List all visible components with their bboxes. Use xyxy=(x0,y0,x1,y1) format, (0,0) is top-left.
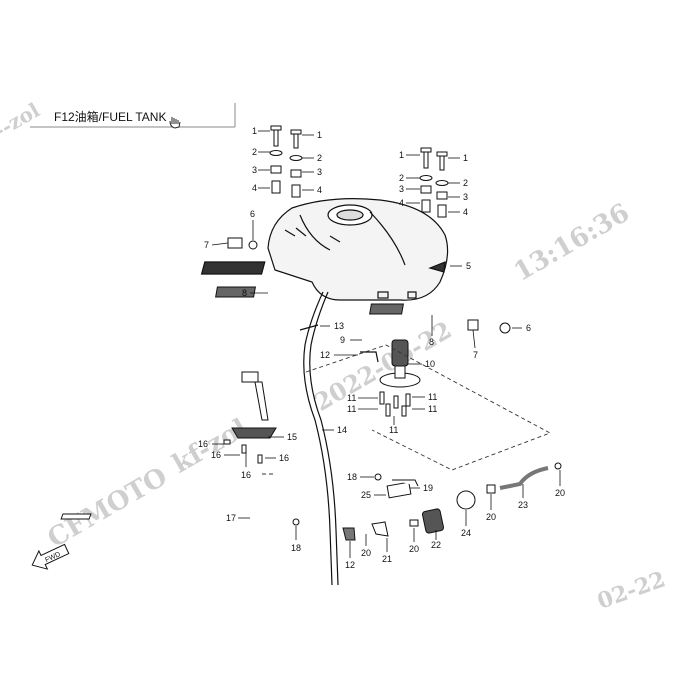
watermark-date-fragment: 02-22 xyxy=(594,566,669,615)
callout-5: 5 xyxy=(466,261,471,271)
callout-2: 2 xyxy=(463,178,468,188)
small-parts-right xyxy=(369,303,511,334)
callout-2: 2 xyxy=(399,173,404,183)
callout-16: 16 xyxy=(241,470,251,480)
callout-11: 11 xyxy=(389,425,398,435)
callout-20: 20 xyxy=(486,512,496,522)
callout-14: 14 xyxy=(337,425,347,435)
callout-12: 12 xyxy=(320,350,330,360)
title-block: F12油箱/FUEL TANK xyxy=(30,103,236,129)
callout-13: 13 xyxy=(334,321,344,331)
callout-3: 3 xyxy=(252,165,257,175)
bolt-stack-right xyxy=(419,147,449,218)
callout-4: 4 xyxy=(399,198,404,208)
callout-20: 20 xyxy=(555,488,565,498)
callout-19: 19 xyxy=(423,483,433,493)
fuel-pump xyxy=(379,339,421,417)
callout-22: 22 xyxy=(431,540,441,550)
callout-15: 15 xyxy=(287,432,297,442)
callout-6: 6 xyxy=(526,323,531,333)
callout-8: 8 xyxy=(242,288,247,298)
callout-7: 7 xyxy=(473,350,478,360)
callout-11: 11 xyxy=(347,404,356,414)
callout-6: 6 xyxy=(250,209,255,219)
fuel-hoses xyxy=(299,291,379,586)
watermark-brand: CFMOTO xyxy=(43,462,173,554)
callout-11: 11 xyxy=(347,393,356,403)
watermark-timestamp: 13:16:36 xyxy=(509,198,635,288)
callout-9: 9 xyxy=(340,335,345,345)
callout-20: 20 xyxy=(361,548,371,558)
callout-11: 11 xyxy=(428,404,437,414)
callout-1: 1 xyxy=(463,153,468,163)
leader-lines xyxy=(211,130,561,558)
small-parts-left xyxy=(215,237,258,298)
callout-1: 1 xyxy=(317,130,322,140)
callouts: 1 2 3 4 1 2 3 4 1 2 3 4 1 2 3 4 6 7 5 8 … xyxy=(198,126,565,570)
page-title: F12油箱/FUEL TANK xyxy=(54,109,166,124)
callout-1: 1 xyxy=(252,126,257,136)
lower-parts xyxy=(60,462,562,541)
callout-2: 2 xyxy=(252,147,257,157)
callout-25: 25 xyxy=(361,490,371,500)
callout-21: 21 xyxy=(382,554,392,564)
lever-assembly xyxy=(223,371,277,464)
callout-10: 10 xyxy=(425,359,435,369)
callout-18: 18 xyxy=(291,543,301,553)
hand-pointer-icon[interactable] xyxy=(169,117,181,129)
callout-3: 3 xyxy=(463,192,468,202)
callout-12: 12 xyxy=(345,560,355,570)
bolt-stack-left xyxy=(269,125,303,198)
callout-7: 7 xyxy=(204,240,209,250)
callout-4: 4 xyxy=(252,183,257,193)
callout-1: 1 xyxy=(399,150,404,160)
callout-17: 17 xyxy=(226,513,236,523)
watermark-user-fragment: --zol xyxy=(0,98,44,143)
callout-4: 4 xyxy=(463,207,468,217)
callout-20: 20 xyxy=(409,544,419,554)
callout-16: 16 xyxy=(198,439,208,449)
callout-8: 8 xyxy=(429,337,434,347)
dashed-guide xyxy=(262,344,552,475)
callout-3: 3 xyxy=(399,184,404,194)
callout-23: 23 xyxy=(518,500,528,510)
callout-11: 11 xyxy=(428,392,437,402)
fwd-arrow-icon: FWD xyxy=(31,543,70,570)
callout-4: 4 xyxy=(317,185,322,195)
watermarks: --zol kf-zol 13:16:36 2022-06-22 CFMOTO … xyxy=(0,98,669,615)
callout-18: 18 xyxy=(347,472,357,482)
callout-2: 2 xyxy=(317,153,322,163)
callout-24: 24 xyxy=(461,528,471,538)
callout-3: 3 xyxy=(317,167,322,177)
fuel-tank xyxy=(200,198,449,301)
callout-16: 16 xyxy=(211,450,221,460)
callout-16: 16 xyxy=(279,453,289,463)
